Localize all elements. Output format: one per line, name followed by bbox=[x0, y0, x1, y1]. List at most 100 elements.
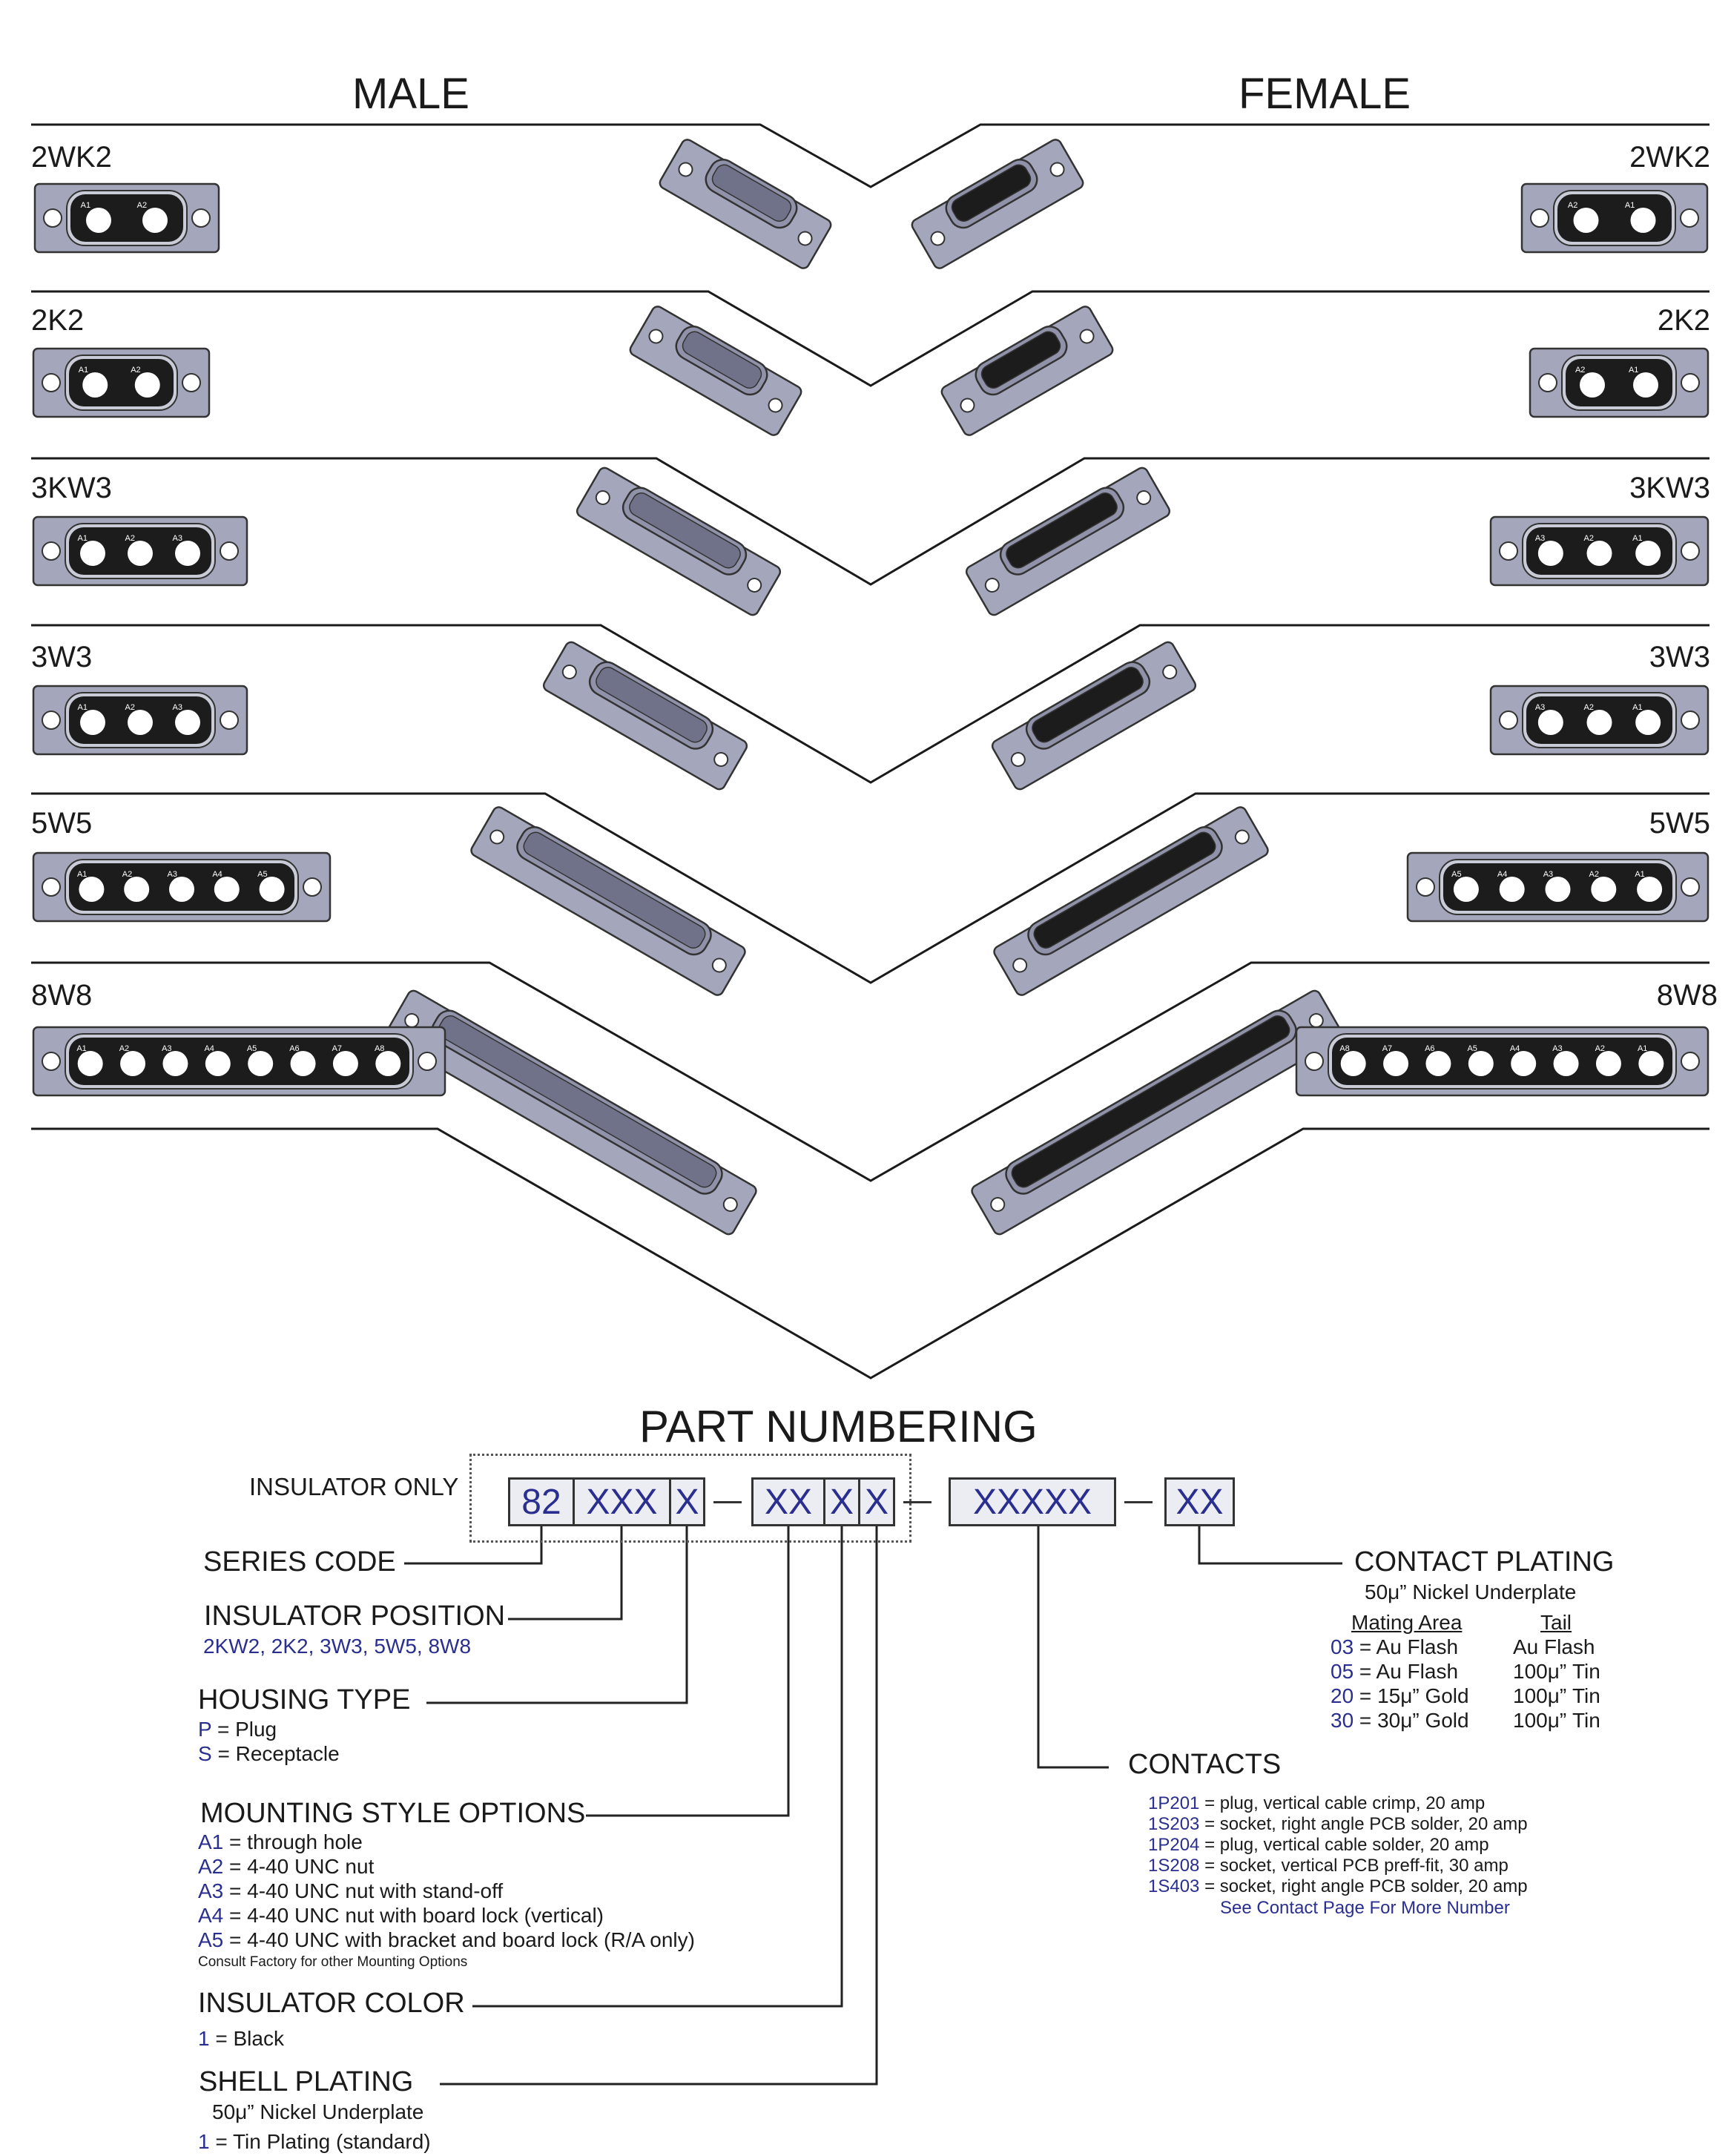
mounting-hole bbox=[990, 1197, 1006, 1212]
contact-cavity bbox=[82, 372, 108, 398]
pin-label: A1 bbox=[76, 1044, 86, 1053]
pin-label: A5 bbox=[257, 870, 267, 879]
female-header: FEMALE bbox=[1239, 70, 1411, 118]
mounting-hole bbox=[595, 490, 610, 505]
pin-label: A3 bbox=[1543, 870, 1553, 879]
pin-label: A2 bbox=[131, 366, 140, 375]
contact-plating-row: 30 = 30μ” Gold bbox=[1331, 1709, 1469, 1732]
pin-label: A1 bbox=[1632, 534, 1642, 543]
pin-label: A5 bbox=[1467, 1044, 1477, 1053]
contact-cavity bbox=[1453, 877, 1479, 902]
contact-cavity bbox=[1383, 1051, 1409, 1076]
pin-label: A3 bbox=[162, 1044, 171, 1053]
mounting-hole bbox=[1680, 208, 1699, 228]
chevron-line bbox=[31, 624, 1709, 784]
pin-label: A1 bbox=[1629, 366, 1638, 375]
pin-label: A4 bbox=[212, 870, 222, 879]
contact-cavity bbox=[1635, 541, 1661, 566]
pin-label: A7 bbox=[332, 1044, 342, 1053]
insulator-position-values: 2KW2, 2K2, 3W3, 5W5, 8W8 bbox=[203, 1635, 472, 1658]
contact-cavity bbox=[1499, 877, 1525, 902]
insulator-color-option: 1 = Black bbox=[198, 2027, 284, 2050]
pin-label: A7 bbox=[1382, 1044, 1392, 1053]
mounting-hole bbox=[747, 578, 762, 593]
pin-label: A3 bbox=[1552, 1044, 1562, 1053]
chevron-line bbox=[31, 123, 1709, 188]
shell-plating-label: SHELL PLATING bbox=[199, 2066, 414, 2097]
contact-cavity bbox=[290, 1051, 316, 1076]
pn-box-insulator-position: XXX bbox=[573, 1477, 671, 1526]
row-label-male-3w3: 3W3 bbox=[31, 641, 93, 673]
insulator-face bbox=[523, 831, 706, 949]
insulator-face bbox=[711, 164, 792, 222]
pin-label: A2 bbox=[1575, 366, 1585, 375]
contact-plating-row: 05 = Au Flash bbox=[1331, 1660, 1459, 1683]
contacts-label: CONTACTS bbox=[1128, 1749, 1282, 1780]
contact-cavity bbox=[1537, 541, 1563, 566]
contact-plating-tail: 100μ” Tin bbox=[1513, 1709, 1600, 1732]
pn-box-series: 82 bbox=[508, 1477, 575, 1526]
contact-plating-row: 20 = 15μ” Gold bbox=[1331, 1684, 1469, 1707]
contact-cavity bbox=[162, 1051, 188, 1076]
chevron-line bbox=[31, 1127, 1709, 1379]
mounting-hole bbox=[984, 578, 1000, 593]
contact-cavity bbox=[1637, 877, 1663, 902]
chevron-line bbox=[31, 961, 1709, 1182]
insulator-face bbox=[596, 667, 708, 743]
isometric-connectors bbox=[385, 139, 1343, 1236]
pin-label: A3 bbox=[173, 534, 182, 543]
contact-option: 1P201 = plug, vertical cable crimp, 20 a… bbox=[1148, 1793, 1486, 1813]
row-label-male-8w8: 8W8 bbox=[31, 979, 93, 1012]
isometric-male-connector bbox=[629, 306, 802, 436]
contact-cavity bbox=[1553, 1051, 1579, 1076]
mounting-hole bbox=[1681, 711, 1700, 730]
mounting-hole bbox=[42, 711, 61, 730]
mounting-hole bbox=[1416, 877, 1435, 897]
contact-cavity bbox=[1468, 1051, 1494, 1076]
row-label-female-2wk2: 2WK2 bbox=[1629, 141, 1710, 174]
mounting-hole bbox=[42, 1052, 61, 1071]
front-view-female: A2 A1 bbox=[1529, 347, 1709, 418]
insulator-face bbox=[1032, 667, 1144, 743]
insulator bbox=[1332, 1038, 1672, 1085]
pin-label: A1 bbox=[81, 201, 90, 210]
isometric-male-connector bbox=[576, 467, 782, 616]
contact-cavity bbox=[375, 1051, 401, 1076]
contact-cavity bbox=[1595, 1051, 1621, 1076]
contact-cavity bbox=[1638, 1051, 1664, 1076]
leader-line bbox=[404, 1526, 543, 1565]
mounting-option: A5 = 4-40 UNC with bracket and board loc… bbox=[198, 1928, 695, 1951]
pn-box-contacts: XXXXX bbox=[949, 1477, 1116, 1526]
contact-cavity bbox=[169, 877, 194, 902]
contact-cavity bbox=[1340, 1051, 1366, 1076]
mounting-option: A3 = 4-40 UNC nut with stand-off bbox=[198, 1879, 504, 1902]
mounting-hole bbox=[1538, 373, 1557, 392]
contact-cavity bbox=[1545, 877, 1571, 902]
male-header: MALE bbox=[352, 70, 469, 118]
isometric-female-connector bbox=[940, 306, 1114, 436]
mounting-hole bbox=[191, 208, 211, 228]
row-label-male-2wk2: 2WK2 bbox=[31, 141, 112, 174]
contact-plating-tail: 100μ” Tin bbox=[1513, 1660, 1600, 1683]
pin-label: A3 bbox=[1535, 534, 1545, 543]
part-number-leader-lines bbox=[404, 1526, 1342, 2086]
contact-cavity bbox=[80, 541, 105, 566]
mounting-hole bbox=[303, 877, 322, 897]
mounting-hole bbox=[1012, 957, 1028, 973]
mounting-hole bbox=[1681, 877, 1700, 897]
insulator-face bbox=[980, 331, 1061, 389]
mounting-hole bbox=[1049, 162, 1065, 177]
mounting-option: A4 = 4-40 UNC nut with board lock (verti… bbox=[198, 1904, 604, 1927]
pin-label: A2 bbox=[1589, 870, 1599, 879]
mounting-hole bbox=[768, 398, 783, 413]
row-label-male-2k2: 2K2 bbox=[31, 304, 85, 337]
contact-option: 1S403 = socket, right angle PCB solder, … bbox=[1148, 1876, 1528, 1896]
row-label-male-5w5: 5W5 bbox=[31, 807, 93, 840]
mounting-hole bbox=[1681, 1052, 1700, 1071]
isometric-male-connector bbox=[470, 806, 746, 996]
mounting-hole bbox=[1530, 208, 1549, 228]
contact-cavity bbox=[1635, 710, 1661, 735]
